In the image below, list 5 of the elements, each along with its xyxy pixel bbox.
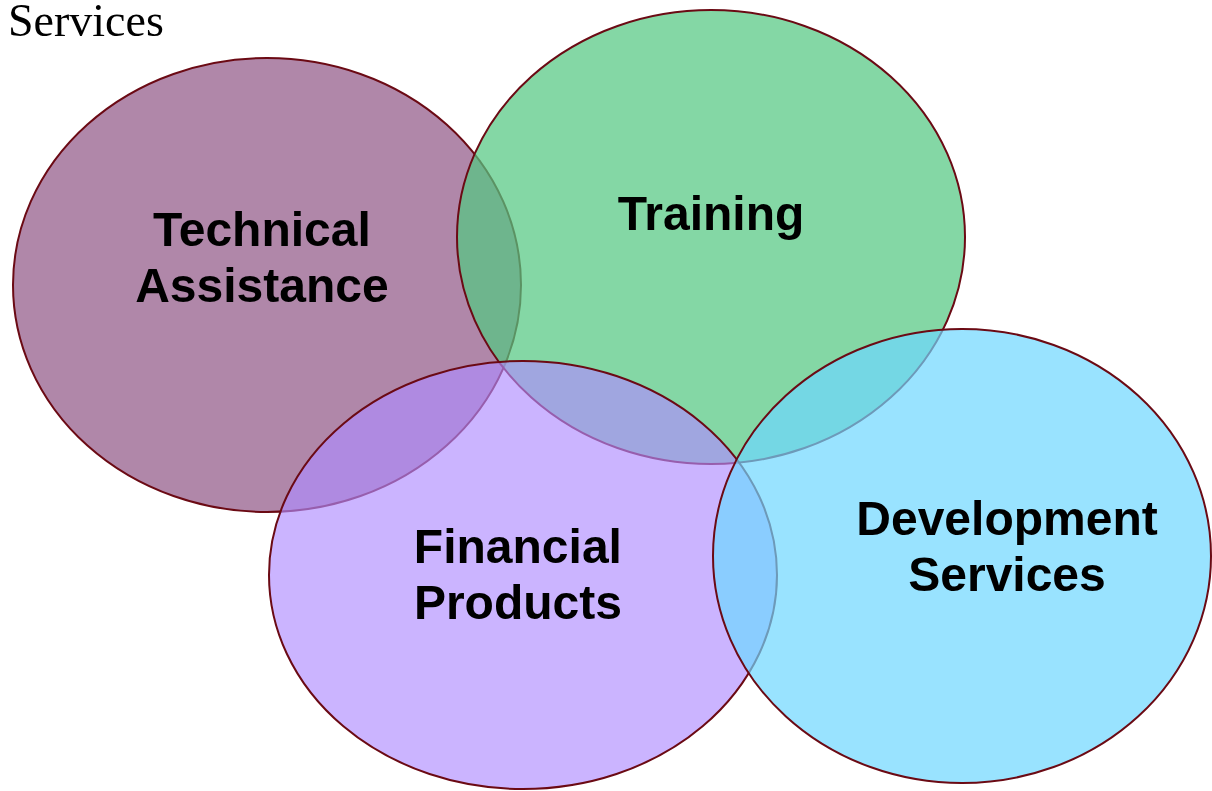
title: Services (8, 0, 164, 47)
circle-label: Financial Products (412, 519, 623, 631)
circle-label: Development Services (855, 490, 1159, 603)
circle-label: Technical Assistance (134, 201, 390, 314)
circle-label: Training (616, 186, 806, 243)
